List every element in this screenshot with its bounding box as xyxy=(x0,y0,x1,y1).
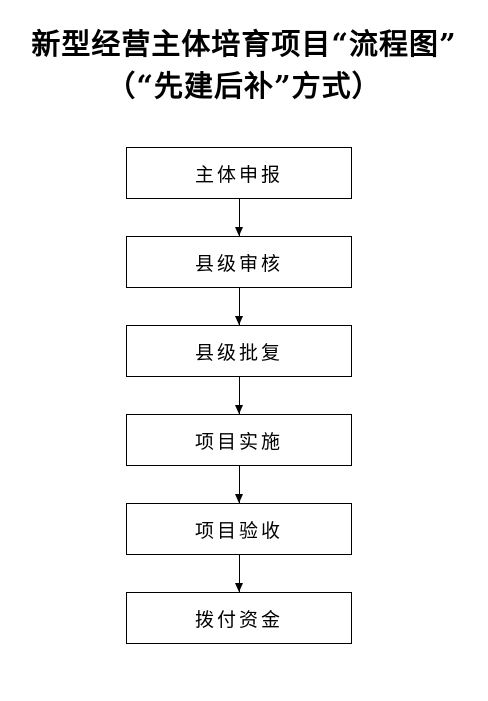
step-box-4: 项目实施 xyxy=(126,414,352,466)
page-subtitle: （“先建后补”方式） xyxy=(106,69,382,103)
step-box-6: 拨付资金 xyxy=(126,592,352,644)
step-box-5: 项目验收 xyxy=(126,503,352,555)
arrow-1 xyxy=(235,199,243,236)
arrow-4 xyxy=(235,466,243,503)
arrow-3 xyxy=(235,377,243,414)
arrow-2 xyxy=(235,288,243,325)
page-title: 新型经营主体培育项目“流程图” xyxy=(31,27,457,61)
step-box-2: 县级审核 xyxy=(126,236,352,288)
arrow-5 xyxy=(235,555,243,592)
step-box-1: 主体申报 xyxy=(126,147,352,199)
step-box-3: 县级批复 xyxy=(126,325,352,377)
